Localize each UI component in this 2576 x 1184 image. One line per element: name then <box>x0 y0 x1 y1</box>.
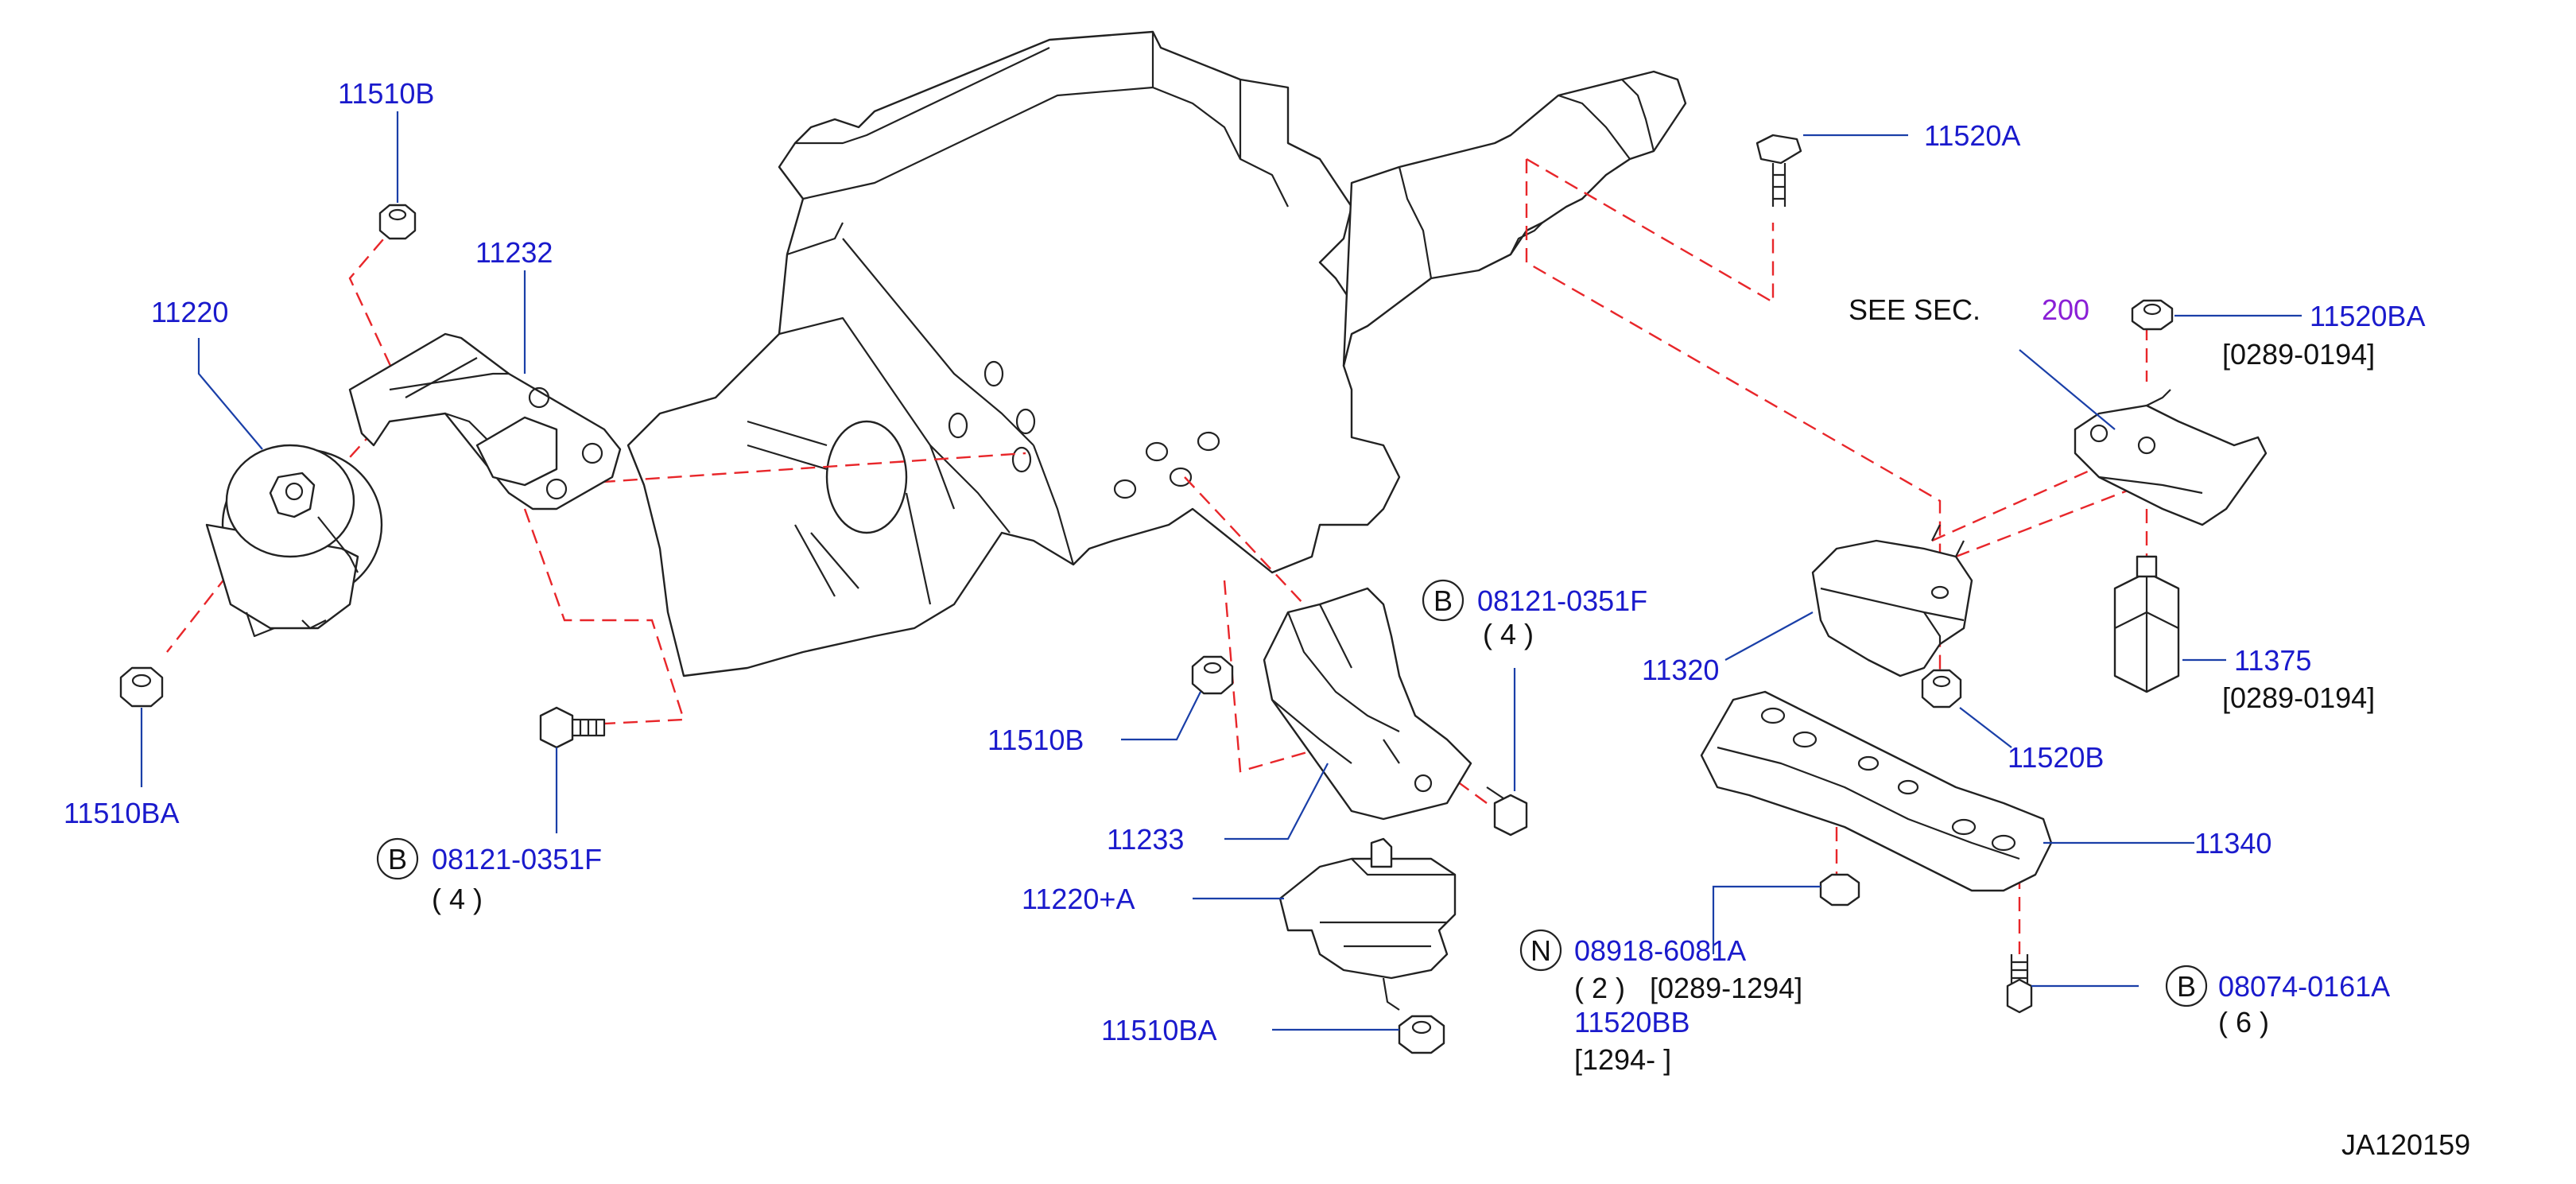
part-label-11510ba-bottom[interactable]: 11510BA <box>1101 1014 1216 1046</box>
range-11520bb: [1294- ] <box>1574 1043 1671 1076</box>
part-label-11510b-top[interactable]: 11510B <box>338 77 434 110</box>
badge-circle-n <box>1519 929 1562 972</box>
part-label-11232[interactable]: 11232 <box>475 236 553 269</box>
right-mount-parts <box>1700 134 2268 1014</box>
badge-circle-left <box>376 837 419 880</box>
qty-08121-left: ( 4 ) <box>432 883 483 915</box>
part-label-08074[interactable]: 08074-0161A <box>2218 970 2390 1003</box>
leader-lines <box>140 111 2302 1031</box>
part-label-11520a[interactable]: 11520A <box>1924 119 2020 152</box>
middle-mount-parts <box>1191 587 1528 1054</box>
part-label-11220[interactable]: 11220 <box>151 296 228 328</box>
part-label-11340[interactable]: 11340 <box>2194 827 2271 860</box>
part-label-11320[interactable]: 11320 <box>1642 654 1719 686</box>
part-label-08121-left[interactable]: 08121-0351F <box>432 843 602 875</box>
part-label-11520b[interactable]: 11520B <box>2008 741 2104 774</box>
badge-b-left: B <box>388 843 407 875</box>
badge-b-bottom: B <box>2177 970 2196 1003</box>
part-label-08918[interactable]: 08918-6081A <box>1574 934 1746 967</box>
part-label-11220a[interactable]: 11220+A <box>1022 883 1135 915</box>
left-mount-parts <box>119 204 622 749</box>
part-labels[interactable]: 11510B 11232 11220 11510BA 08121-0351F (… <box>64 77 2470 1161</box>
see-section-text: SEE SEC. <box>1849 293 1980 326</box>
qty-08074: ( 6 ) <box>2218 1006 2269 1038</box>
part-label-08121-right[interactable]: 08121-0351F <box>1477 584 1647 617</box>
diagram-id: JA120159 <box>2341 1128 2470 1161</box>
range-11520ba: [0289-0194] <box>2222 338 2375 371</box>
badges: B B N B <box>376 579 2208 1007</box>
badge-circle-right <box>1422 579 1465 622</box>
qty-08121-right: ( 4 ) <box>1483 618 1534 650</box>
range-08918: [0289-1294] <box>1650 972 1802 1004</box>
part-label-11233[interactable]: 11233 <box>1107 823 1184 856</box>
part-label-11375[interactable]: 11375 <box>2234 644 2311 677</box>
part-label-11520ba[interactable]: 11520BA <box>2310 300 2425 332</box>
see-section-number[interactable]: 200 <box>2042 293 2089 326</box>
qty-08918: ( 2 ) <box>1574 972 1625 1004</box>
badge-b-right: B <box>1433 584 1453 617</box>
range-11375: [0289-0194] <box>2222 681 2375 714</box>
part-label-11510b-mid[interactable]: 11510B <box>987 724 1084 756</box>
engine-drawing <box>627 30 1687 677</box>
badge-n: N <box>1530 934 1551 967</box>
badge-circle-bottom <box>2165 965 2208 1007</box>
part-label-11510ba-left[interactable]: 11510BA <box>64 797 179 829</box>
part-label-11520bb[interactable]: 11520BB <box>1574 1006 1690 1038</box>
